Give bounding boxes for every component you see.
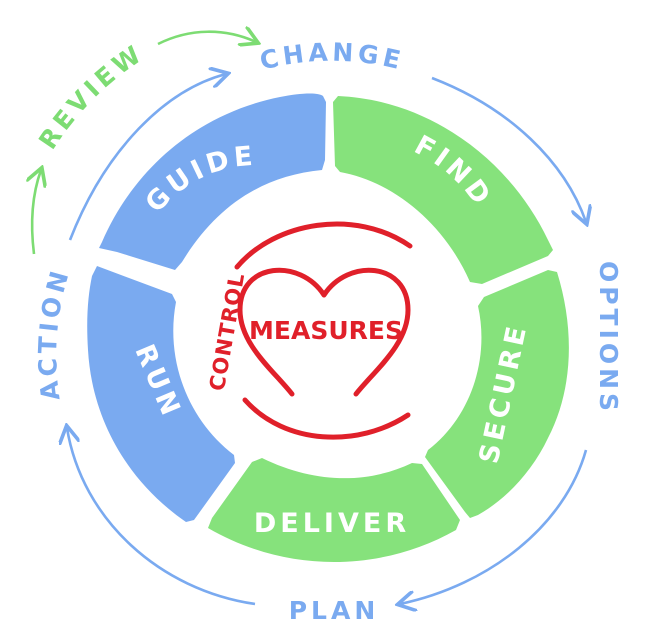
heart-outline: [237, 267, 411, 397]
secure-segment: [425, 270, 569, 518]
deliver-segment: [208, 458, 460, 563]
run-segment: [87, 266, 235, 522]
control-ring-top-arc: [234, 221, 413, 270]
control-ring-bottom-arc: [242, 397, 411, 440]
action-label: ACTION: [33, 264, 75, 402]
deliver-label: DELIVER: [254, 508, 410, 539]
find-segment: [333, 96, 553, 284]
arrow-into-review: [32, 170, 41, 255]
change-label: CHANGE: [257, 38, 407, 76]
arrow-review-to-change: [157, 32, 256, 44]
arrow-action-to-change: [68, 74, 226, 241]
arrow-plan-to-action: [67, 428, 256, 606]
arrow-change-to-options: [431, 76, 586, 222]
options-label: OPTIONS: [594, 261, 623, 415]
arrow-options-to-plan: [400, 449, 588, 604]
measures-label: MEASURES: [249, 316, 403, 345]
guide-segment: [99, 93, 326, 270]
plan-label: PLAN: [289, 596, 380, 625]
